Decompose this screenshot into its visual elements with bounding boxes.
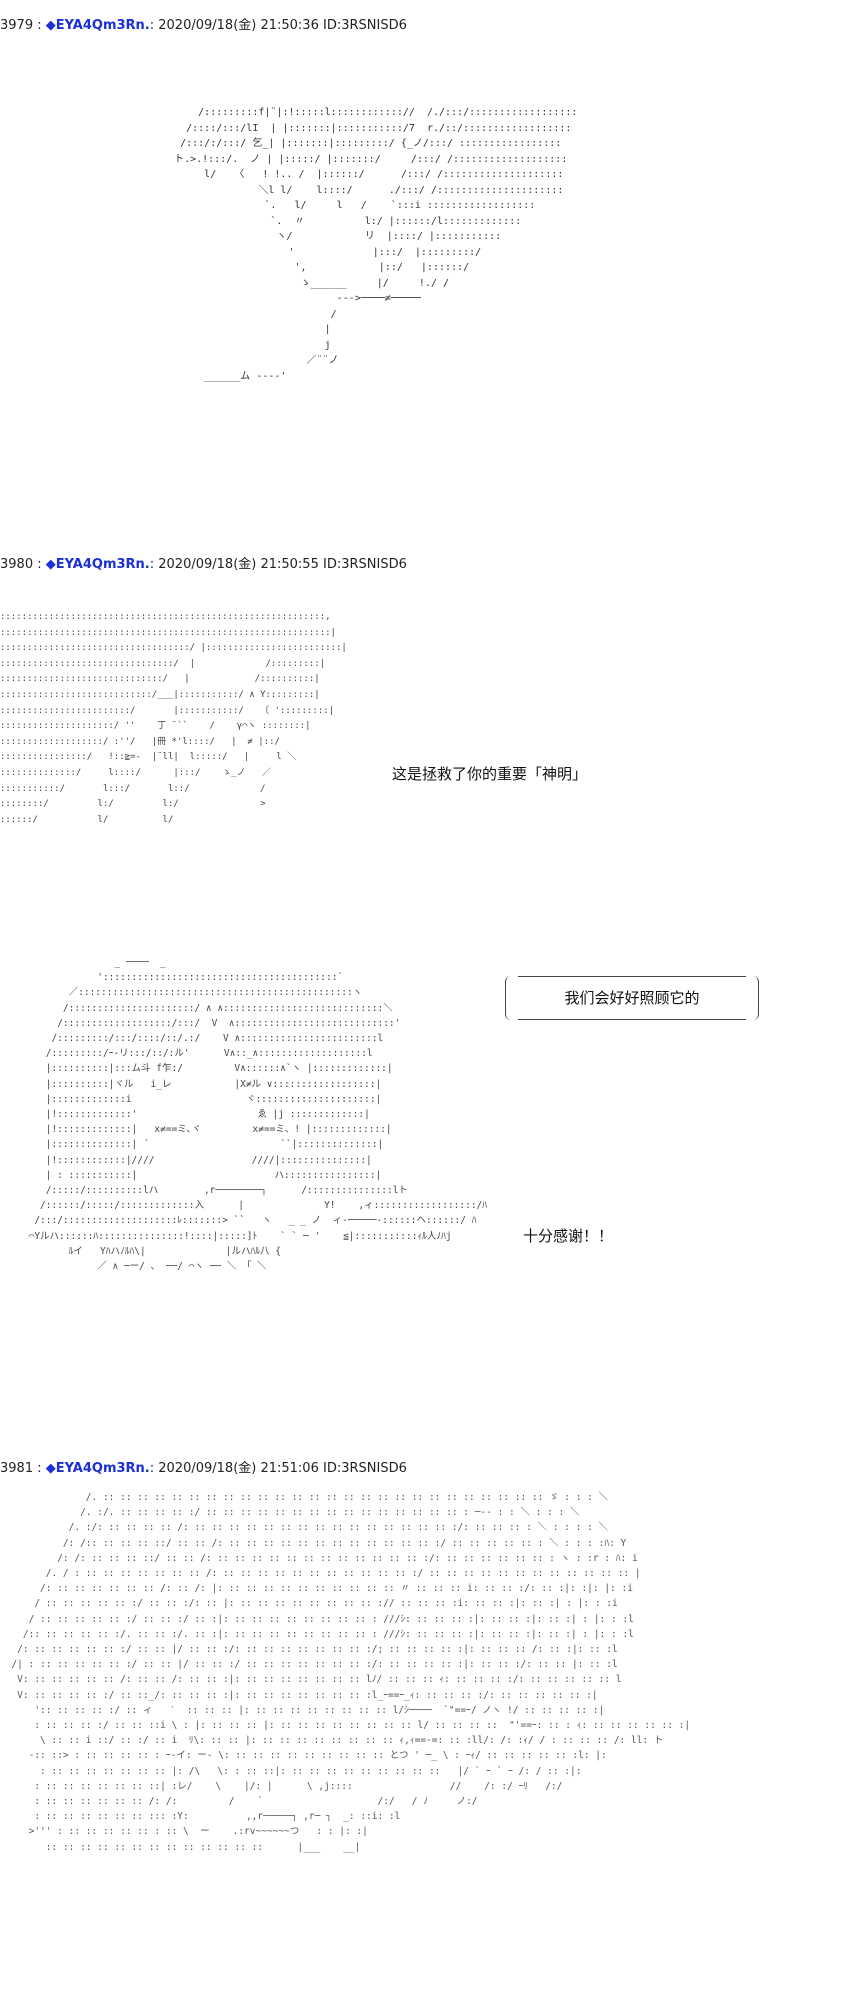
caption-thanks: 十分感谢！！ xyxy=(523,1227,614,1245)
post-meta: : 2020/09/18(金) 21:50:36 ID:3RSNISD6 xyxy=(149,18,407,33)
ascii-art-3979: /:::::::::f|¨|:!:::::l::::::::::::// /./… xyxy=(174,107,578,382)
speech-bubble: 我们会好好照顾它的 xyxy=(505,976,759,1020)
post-number: 3980 : xyxy=(0,557,42,572)
ascii-art-3980-a: ::::::::::::::::::::::::::::::::::::::::… xyxy=(0,612,347,825)
post-meta: : 2020/09/18(金) 21:50:55 ID:3RSNISD6 xyxy=(149,557,407,572)
trip-code[interactable]: ◆EYA4Qm3Rn. xyxy=(45,1461,150,1476)
post-meta: : 2020/09/18(金) 21:51:06 ID:3RSNISD6 xyxy=(149,1461,407,1476)
caption-care: 我们会好好照顾它的 xyxy=(564,989,700,1007)
post-header-3979: 3979 : ◆EYA4Qm3Rn.: 2020/09/18(金) 21:50:… xyxy=(0,18,407,34)
post-number: 3979 : xyxy=(0,18,42,33)
post-header-3981: 3981 : ◆EYA4Qm3Rn.: 2020/09/18(金) 21:51:… xyxy=(0,1461,407,1477)
post-header-3980: 3980 : ◆EYA4Qm3Rn.: 2020/09/18(金) 21:50:… xyxy=(0,557,407,573)
ascii-art-3980-b: _ ──── _ '::::::::::::::::::::::::::::::… xyxy=(28,957,488,1273)
caption-god: 这是拯救了你的重要「神明」 xyxy=(392,765,588,783)
trip-code[interactable]: ◆EYA4Qm3Rn. xyxy=(45,18,150,33)
ascii-art-3981: /. :: :: :: :: :: :: :: :: :: :: :: :: :… xyxy=(11,1492,691,1853)
post-number: 3981 : xyxy=(0,1461,42,1476)
trip-code[interactable]: ◆EYA4Qm3Rn. xyxy=(45,557,150,572)
